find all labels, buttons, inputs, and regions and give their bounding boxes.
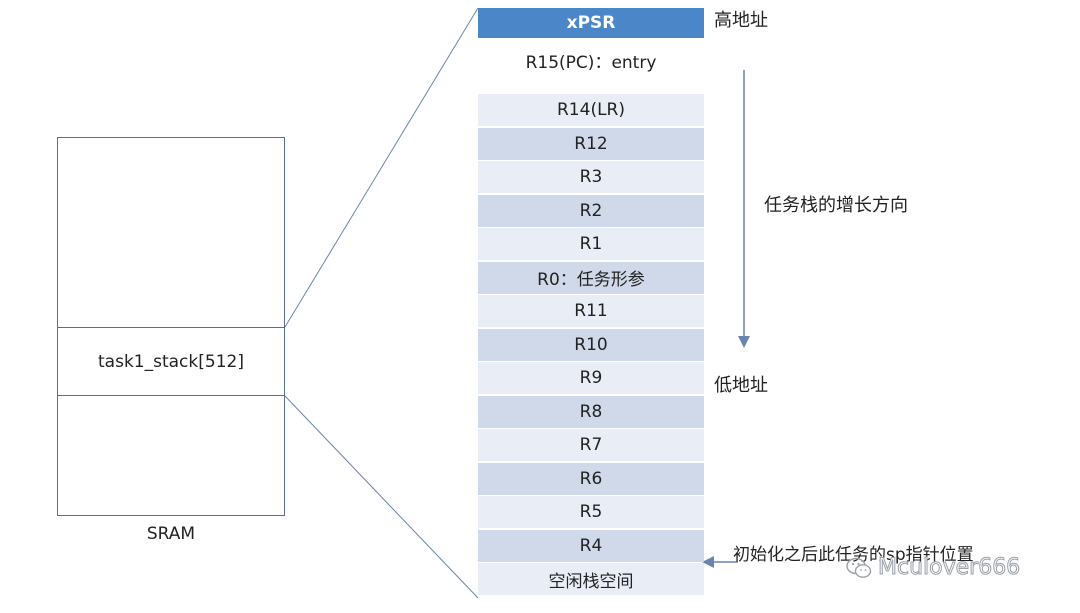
sp-position-label: 初始化之后此任务的sp指针位置	[733, 545, 974, 565]
stack-cell-label: xPSR	[566, 13, 616, 33]
stack-cell-label: R2	[579, 200, 603, 221]
stack-cell-label: R7	[579, 435, 603, 455]
wechat-icon	[846, 557, 872, 578]
stack-cell: R5	[478, 496, 704, 528]
stack-cell-label: R6	[579, 468, 603, 489]
stack-cell-label: R5	[579, 502, 603, 522]
stack-cell: R7	[478, 429, 704, 461]
stack-cell: xPSR	[478, 8, 704, 38]
stack-cell-label: R0：任务形参	[537, 270, 645, 290]
stack-cell: R6	[478, 462, 704, 495]
sram-block	[57, 137, 285, 516]
stack-cell-label: R14(LR)	[557, 100, 625, 120]
stack-cell: R15(PC)：entry	[478, 40, 704, 93]
stack-cell: R2	[478, 194, 704, 227]
stack-cell-label: R15(PC)：entry	[525, 52, 657, 73]
stack-cell: R8	[478, 395, 704, 428]
watermark-text: Mculover666	[877, 555, 1021, 581]
low-address-label: 低地址	[714, 375, 768, 396]
stack-cell-label: R4	[579, 535, 603, 556]
stack-cell-label: 空闲栈空间	[548, 571, 634, 592]
zoom-line-top	[284, 7, 479, 328]
stack-cell: 空闲栈空间	[478, 563, 704, 595]
zoom-line-bottom	[284, 395, 479, 599]
stack-cell: R4	[478, 529, 704, 562]
stack-cell-label: R12	[574, 133, 608, 154]
stack-cell-label: R11	[574, 301, 608, 321]
stack-cell: R11	[478, 295, 704, 327]
stack-cell: R12	[478, 127, 704, 160]
task-stack-region: task1_stack[512]	[57, 327, 285, 396]
stack-cell-label: R10	[574, 334, 608, 355]
stack-cell: R3	[478, 161, 704, 193]
sram-caption: SRAM	[146, 524, 196, 544]
task-stack-label: task1_stack[512]	[98, 351, 244, 372]
stack-cell: R14(LR)	[478, 94, 704, 126]
stack-cell: R9	[478, 362, 704, 394]
stack-cell: R0：任务形参	[478, 261, 704, 294]
growth-direction-label: 任务栈的增长方向	[764, 195, 908, 216]
watermark: Mculover666	[846, 555, 1021, 581]
stack-cell: R1	[478, 228, 704, 260]
stack-cell-label: R8	[579, 401, 603, 422]
stack-cell: R10	[478, 328, 704, 361]
high-address-label: 高地址	[714, 10, 768, 31]
stack-cell-label: R1	[579, 234, 603, 254]
stack-cell-label: R9	[579, 368, 603, 388]
stack-cell-label: R3	[579, 167, 603, 187]
